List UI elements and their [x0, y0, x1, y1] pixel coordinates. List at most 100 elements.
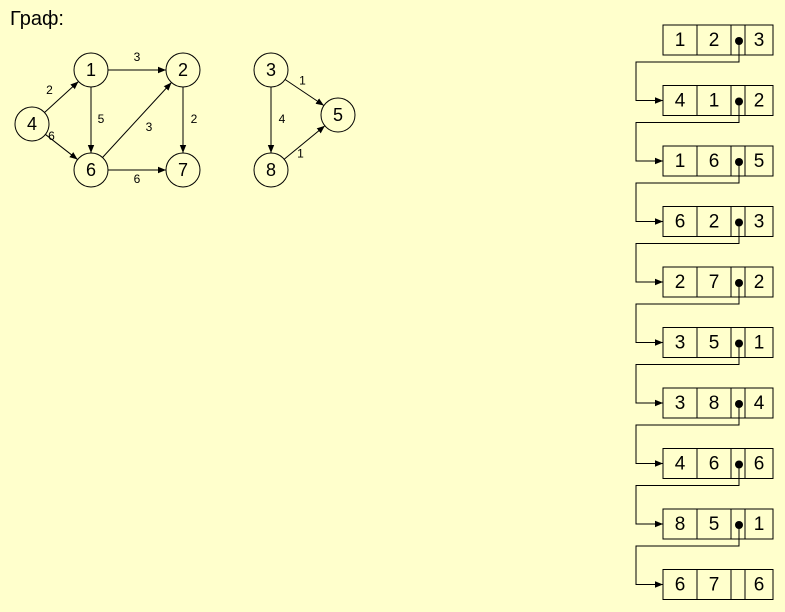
next-pointer-arrow: [635, 525, 740, 588]
list-node-3: 1 6 5: [635, 145, 774, 225]
node-circle: [165, 52, 201, 88]
node-label: 1: [86, 60, 96, 80]
list-to-vertex: 5: [709, 514, 720, 535]
next-pointer-arrow: [635, 41, 740, 104]
list-weight: 1: [754, 333, 765, 354]
list-node-8: 4 6 6: [635, 448, 774, 528]
node-label: 4: [27, 114, 37, 134]
next-pointer-arrow: [635, 404, 740, 467]
node-circle: [73, 152, 109, 188]
list-weight: 5: [754, 151, 765, 172]
list-weight: 6: [754, 575, 765, 596]
list-from-vertex: 6: [675, 212, 686, 233]
edge-weight-1-6: 5: [98, 112, 105, 126]
edge-weight-4-6: 6: [48, 129, 55, 143]
list-node-10: 6 7 6: [662, 569, 774, 600]
list-node-1: 1 2 3: [635, 24, 774, 104]
list-to-vertex: 6: [709, 454, 720, 475]
edge-weight-6-7: 6: [134, 172, 141, 186]
edge-weight-2-7: 2: [191, 112, 198, 126]
next-pointer-arrow: [635, 101, 740, 165]
list-node-6: 3 5 1: [635, 327, 774, 407]
graph-node-1: 1: [73, 52, 109, 88]
node-label: 7: [178, 160, 188, 180]
list-to-vertex: 2: [709, 212, 720, 233]
list-weight: 4: [754, 393, 765, 414]
node-circle: [320, 97, 356, 133]
graph-node-6: 6: [73, 152, 109, 188]
list-weight: 2: [754, 272, 765, 293]
node-circle: [73, 52, 109, 88]
list-node-box: [662, 448, 774, 479]
edge-4-1: [44, 81, 79, 113]
edge-weight-3-5: 1: [299, 74, 306, 88]
list-to-vertex: 5: [709, 333, 720, 354]
list-from-vertex: 4: [675, 91, 686, 112]
list-from-vertex: 3: [675, 393, 686, 414]
next-pointer-arrow: [635, 222, 740, 286]
list-to-vertex: 7: [709, 272, 720, 293]
list-to-vertex: 8: [709, 393, 720, 414]
edge-6-2: [102, 82, 172, 158]
node-label: 8: [266, 160, 276, 180]
edge-weight-6-2: 3: [146, 120, 153, 134]
list-node-box: [662, 85, 774, 116]
list-from-vertex: 3: [675, 333, 686, 354]
list-from-vertex: 8: [675, 514, 686, 535]
list-node-9: 8 5 1: [635, 508, 774, 588]
graph-node-2: 2: [165, 52, 201, 88]
list-node-2: 4 1 2: [635, 85, 774, 165]
list-from-vertex: 4: [675, 454, 686, 475]
node-label: 3: [266, 60, 276, 80]
list-node-7: 3 8 4: [635, 387, 774, 467]
list-node-5: 2 7 2: [635, 266, 774, 346]
next-pointer-arrow: [635, 162, 740, 225]
node-circle: [165, 152, 201, 188]
list-to-vertex: 6: [709, 151, 720, 172]
list-from-vertex: 2: [675, 272, 686, 293]
list-node-box: [662, 266, 774, 298]
graph-node-5: 5: [320, 97, 356, 133]
graph-node-7: 7: [165, 152, 201, 188]
diagram-title: Граф:: [10, 8, 64, 30]
list-to-vertex: 2: [709, 30, 720, 51]
list-node-4: 6 2 3: [635, 206, 774, 286]
list-to-vertex: 7: [709, 575, 720, 596]
list-weight: 3: [754, 212, 765, 233]
list-from-vertex: 1: [675, 151, 686, 172]
node-label: 6: [86, 160, 96, 180]
list-node-box: [662, 206, 774, 237]
list-node-box: [662, 145, 774, 177]
graph-node-3: 3: [253, 52, 289, 88]
next-pointer-arrow: [635, 283, 740, 346]
next-pointer-arrow: [635, 464, 740, 528]
edge-weight-8-5: 1: [297, 147, 304, 161]
node-circle: [14, 106, 50, 142]
list-weight: 1: [754, 514, 765, 535]
edge-weight-1-2: 3: [134, 50, 141, 64]
list-node-box: [662, 327, 774, 358]
list-weight: 3: [754, 30, 765, 51]
node-label: 5: [333, 105, 343, 125]
edge-4-6: [45, 134, 78, 160]
list-node-box: [662, 569, 774, 600]
list-to-vertex: 1: [709, 91, 720, 112]
edge-linked-list: 1 2 3 4 1 2 1 6 5 6 2 3 2 7 2 3 5 1 3 8 4 4 6 6 8 5 1 6 7 6: [635, 24, 774, 600]
list-from-vertex: 1: [675, 30, 686, 51]
next-pointer-arrow: [635, 343, 740, 407]
node-circle: [253, 152, 289, 188]
graph-node-8: 8: [253, 152, 289, 188]
node-label: 2: [178, 60, 188, 80]
list-from-vertex: 6: [675, 575, 686, 596]
list-node-box: [662, 387, 774, 419]
list-weight: 6: [754, 454, 765, 475]
node-circle: [253, 52, 289, 88]
edge-weight-4-1: 2: [46, 83, 53, 97]
list-node-box: [662, 24, 774, 56]
edge-8-5: [283, 125, 326, 160]
list-node-box: [662, 508, 774, 540]
list-weight: 2: [754, 91, 765, 112]
graph-node-4: 4: [14, 106, 50, 142]
